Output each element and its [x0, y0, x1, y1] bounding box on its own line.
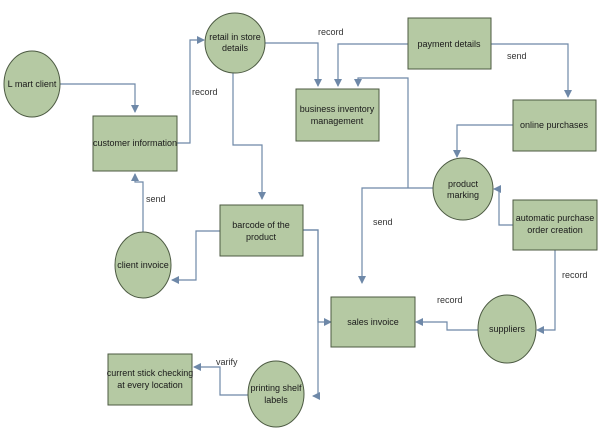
- edge-label-record-top: record: [318, 27, 344, 37]
- edge-label-record-suppliers: record: [437, 295, 463, 305]
- edge-label-send-middle: send: [373, 217, 393, 227]
- node-sales-invoice: sales invoice: [330, 296, 416, 348]
- node-business-inventory-management: business inventory management: [295, 88, 380, 142]
- node-label: payment details: [417, 39, 481, 49]
- edge-suppliers-to-sales: [415, 318, 478, 331]
- edge-label-varify: varify: [216, 357, 238, 367]
- node-customer-information: customer information: [92, 115, 178, 172]
- node-label: labels: [264, 395, 288, 405]
- node-label: management: [311, 116, 364, 126]
- node-product-marking: product marking: [432, 157, 494, 221]
- node-label: business inventory: [300, 104, 375, 114]
- node-payment-details: payment details: [407, 17, 492, 70]
- node-label: sales invoice: [347, 317, 399, 327]
- edge-payment-to-inventory: [334, 43, 408, 87]
- node-label: product: [246, 232, 277, 242]
- node-label: details: [222, 43, 249, 53]
- node-label: barcode of the: [232, 220, 290, 230]
- edge-retail-to-barcode: [232, 72, 266, 200]
- edge-barcode-to-sales: [303, 229, 332, 326]
- edge-marking-to-sales: [358, 187, 436, 284]
- node-online-purchases: online purchases: [512, 99, 597, 152]
- edge-labels: record record send send send record reco…: [146, 27, 588, 367]
- edge-label-record-right: record: [562, 270, 588, 280]
- node-label: current stick checking: [107, 368, 194, 378]
- edges: [60, 36, 572, 400]
- edge-barcode-to-client-invoice: [171, 230, 220, 284]
- node-label: online purchases: [520, 120, 589, 130]
- node-label: client invoice: [117, 260, 169, 270]
- node-label: L mart client: [8, 79, 57, 89]
- edge-marking-to-inventory-and-sales: [354, 77, 409, 188]
- node-client-invoice: client invoice: [114, 231, 172, 299]
- edge-customer-to-retail: [177, 36, 205, 144]
- node-label: marking: [447, 190, 479, 200]
- node-label: printing shelf: [250, 383, 302, 393]
- edge-automatic-to-suppliers: [536, 250, 556, 334]
- node-label: customer information: [93, 138, 177, 148]
- edge-label-record-left: record: [192, 87, 218, 97]
- node-retail-in-store-details: retail in store details: [204, 12, 266, 74]
- edge-label-send-invoice: send: [146, 194, 166, 204]
- node-label: suppliers: [489, 324, 526, 334]
- edge-printing-to-stick: [193, 363, 248, 396]
- edge-automatic-to-marking: [493, 185, 513, 226]
- node-label: product: [448, 179, 479, 189]
- node-label: retail in store: [209, 32, 261, 42]
- edge-label-send-payment: send: [507, 51, 527, 61]
- edge-payment-to-online: [491, 43, 572, 98]
- nodes: L mart client retail in store details pa…: [3, 12, 598, 428]
- edge-retail-to-inventory: [265, 42, 322, 87]
- node-barcode-of-the-product: barcode of the product: [219, 204, 304, 257]
- edge-client-to-customer: [60, 83, 139, 113]
- node-current-stick-checking: current stick checking at every location: [107, 353, 194, 406]
- node-printing-shelf-labels: printing shelf labels: [247, 360, 305, 428]
- node-l-mart-client: L mart client: [3, 50, 61, 118]
- node-automatic-purchase-order-creation: automatic purchase order creation: [512, 199, 598, 251]
- node-label: order creation: [527, 225, 583, 235]
- node-suppliers: suppliers: [477, 294, 537, 364]
- node-label: at every location: [117, 380, 183, 390]
- edge-barcode-to-printing: [303, 229, 320, 400]
- edge-client-invoice-to-customer: [131, 173, 144, 232]
- edge-online-to-marking: [453, 124, 513, 158]
- node-label: automatic purchase: [516, 213, 595, 223]
